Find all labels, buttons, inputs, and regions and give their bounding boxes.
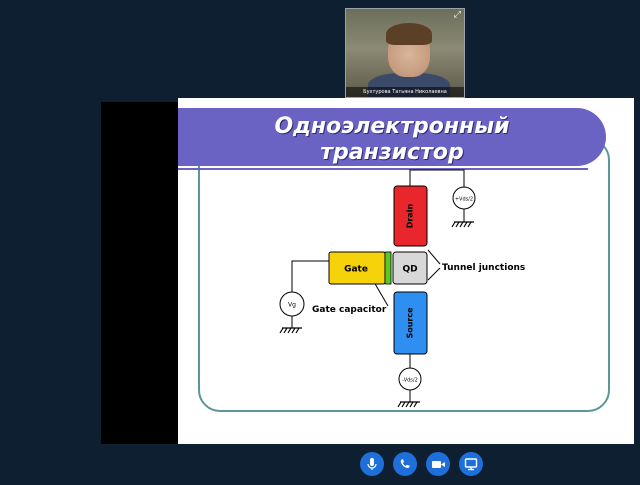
ground-symbol-vds-plus bbox=[451, 221, 474, 228]
slide-title-banner: Одноэлектронный транзистор bbox=[178, 108, 606, 170]
title-underline bbox=[178, 168, 588, 170]
monitor-icon bbox=[464, 458, 478, 471]
shared-slide: Одноэлектронный транзистор bbox=[178, 98, 634, 444]
tunnel-pointer-top bbox=[427, 249, 441, 265]
vds-minus-source bbox=[398, 367, 422, 391]
vg-source bbox=[279, 291, 305, 317]
end-call-button[interactable] bbox=[393, 452, 417, 476]
vds-plus-source bbox=[452, 186, 476, 210]
gate-wire bbox=[291, 260, 329, 292]
tunnel-junctions-label: Tunnel junctions bbox=[442, 263, 525, 273]
slide-title-line2: транзистор bbox=[320, 140, 464, 165]
slide-title-line1: Одноэлектронный bbox=[274, 114, 510, 139]
expand-icon[interactable]: ⤢ bbox=[453, 10, 461, 20]
camera-icon bbox=[432, 461, 445, 468]
shared-screen-margin bbox=[101, 102, 178, 444]
gate-label: Gate bbox=[344, 265, 368, 275]
ground-symbol-vg bbox=[279, 327, 302, 334]
drain-block bbox=[393, 185, 428, 247]
vg-label: Vg bbox=[288, 302, 296, 309]
gate-capacitor-label: Gate capacitor bbox=[312, 305, 387, 315]
vds-minus-label: -Vds/2 bbox=[402, 378, 418, 384]
camera-button[interactable] bbox=[426, 452, 450, 476]
source-block bbox=[393, 291, 428, 355]
source-label: Source bbox=[406, 307, 415, 339]
gate-capacitor-block bbox=[384, 251, 392, 285]
microphone-icon bbox=[367, 458, 377, 470]
screen-share-button[interactable] bbox=[459, 452, 483, 476]
phone-icon bbox=[400, 459, 410, 468]
gate-capacitor-pointer bbox=[373, 281, 389, 307]
participant-video-hair bbox=[386, 23, 432, 45]
participant-name: Бухтурова Татьяна Николаевна bbox=[346, 87, 464, 97]
set-diagram: Drain QD Gate Source +Vds/2 -Vds/2 Vg Tu… bbox=[279, 169, 525, 408]
qd-block bbox=[392, 251, 428, 285]
drain-label: Drain bbox=[406, 203, 415, 228]
tunnel-pointer-bottom bbox=[427, 267, 441, 281]
ground-symbol-vds-minus bbox=[397, 401, 420, 408]
qd-label: QD bbox=[402, 265, 417, 275]
vds-plus-label: +Vds/2 bbox=[455, 197, 473, 203]
microphone-button[interactable] bbox=[360, 452, 384, 476]
webcam-thumbnail[interactable]: ⤢ Бухтурова Татьяна Николаевна bbox=[345, 8, 465, 98]
drain-wire bbox=[409, 169, 465, 188]
